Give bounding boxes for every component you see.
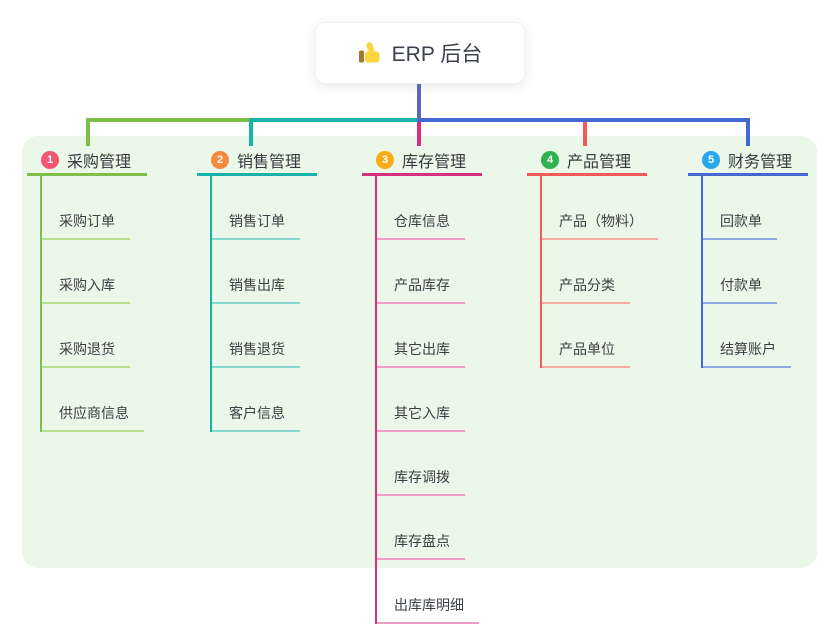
branch-product-children: 产品（物料） 产品分类 产品单位 (540, 176, 658, 368)
node-product-unit[interactable]: 产品单位 (542, 304, 630, 368)
node-settlement-account[interactable]: 结算账户 (703, 304, 791, 368)
node-product-material[interactable]: 产品（物料） (542, 176, 658, 240)
root-node-label: ERP 后台 (391, 43, 483, 66)
branch-finance-children: 回款单 付款单 结算账户 (701, 176, 791, 368)
connector-bus-sales (249, 118, 419, 122)
node-sales-order[interactable]: 销售订单 (212, 176, 300, 240)
node-product-stock[interactable]: 产品库存 (377, 240, 465, 304)
node-stock-check[interactable]: 库存盘点 (377, 496, 465, 560)
connector-drop-finance (746, 118, 750, 146)
root-node-erp[interactable]: ERP 后台 (315, 22, 525, 84)
branch-finance-label: 财务管理 (728, 153, 793, 171)
connector-drop-sales (249, 118, 253, 146)
root-stem-line (417, 82, 421, 120)
connector-drop-inventory (417, 120, 421, 146)
connector-drop-purchase (86, 118, 90, 146)
branch-inventory-header[interactable]: 3 库存管理 (362, 146, 482, 176)
branch-number-badge: 5 (702, 150, 720, 169)
node-other-inbound[interactable]: 其它入库 (377, 368, 465, 432)
branch-purchase-label: 采购管理 (67, 153, 132, 171)
branch-finance: 5 财务管理 回款单 付款单 结算账户 (688, 146, 808, 368)
branch-number-badge: 4 (541, 150, 559, 169)
node-purchase-inbound[interactable]: 采购入库 (42, 240, 130, 304)
node-other-outbound[interactable]: 其它出库 (377, 304, 465, 368)
branch-product: 4 产品管理 产品（物料） 产品分类 产品单位 (527, 146, 658, 368)
node-outbound-detail[interactable]: 出库库明细 (377, 560, 479, 624)
branch-product-label: 产品管理 (567, 153, 632, 171)
branch-inventory-label: 库存管理 (402, 153, 467, 171)
mindmap-background-panel (22, 136, 817, 568)
node-purchase-order[interactable]: 采购订单 (42, 176, 130, 240)
node-supplier-info[interactable]: 供应商信息 (42, 368, 144, 432)
branch-purchase-header[interactable]: 1 采购管理 (27, 146, 147, 176)
branch-sales-header[interactable]: 2 销售管理 (197, 146, 317, 176)
node-product-category[interactable]: 产品分类 (542, 240, 630, 304)
connector-drop-product (583, 118, 587, 146)
branch-number-badge: 2 (211, 150, 229, 169)
node-stock-transfer[interactable]: 库存调拨 (377, 432, 465, 496)
branch-finance-header[interactable]: 5 财务管理 (688, 146, 808, 176)
connector-bus-purchase (86, 118, 253, 122)
connector-bus-finance (417, 118, 750, 122)
node-sales-outbound[interactable]: 销售出库 (212, 240, 300, 304)
branch-inventory-children: 仓库信息 产品库存 其它出库 其它入库 库存调拨 库存盘点 出库库明细 (375, 176, 479, 624)
branch-inventory: 3 库存管理 仓库信息 产品库存 其它出库 其它入库 库存调拨 库存盘点 出库库… (362, 146, 482, 624)
node-purchase-return[interactable]: 采购退货 (42, 304, 130, 368)
node-payment-bill[interactable]: 付款单 (703, 240, 777, 304)
branch-product-header[interactable]: 4 产品管理 (527, 146, 647, 176)
branch-sales-children: 销售订单 销售出库 销售退货 客户信息 (210, 176, 300, 432)
branch-sales: 2 销售管理 销售订单 销售出库 销售退货 客户信息 (197, 146, 317, 432)
branch-number-badge: 3 (376, 150, 394, 169)
node-customer-info[interactable]: 客户信息 (212, 368, 300, 432)
node-warehouse-info[interactable]: 仓库信息 (377, 176, 465, 240)
thumbs-up-icon (358, 41, 382, 65)
branch-purchase-children: 采购订单 采购入库 采购退货 供应商信息 (40, 176, 144, 432)
node-receipt-bill[interactable]: 回款单 (703, 176, 777, 240)
branch-purchase: 1 采购管理 采购订单 采购入库 采购退货 供应商信息 (27, 146, 147, 432)
branch-number-badge: 1 (41, 150, 59, 169)
branch-sales-label: 销售管理 (237, 153, 302, 171)
node-sales-return[interactable]: 销售退货 (212, 304, 300, 368)
